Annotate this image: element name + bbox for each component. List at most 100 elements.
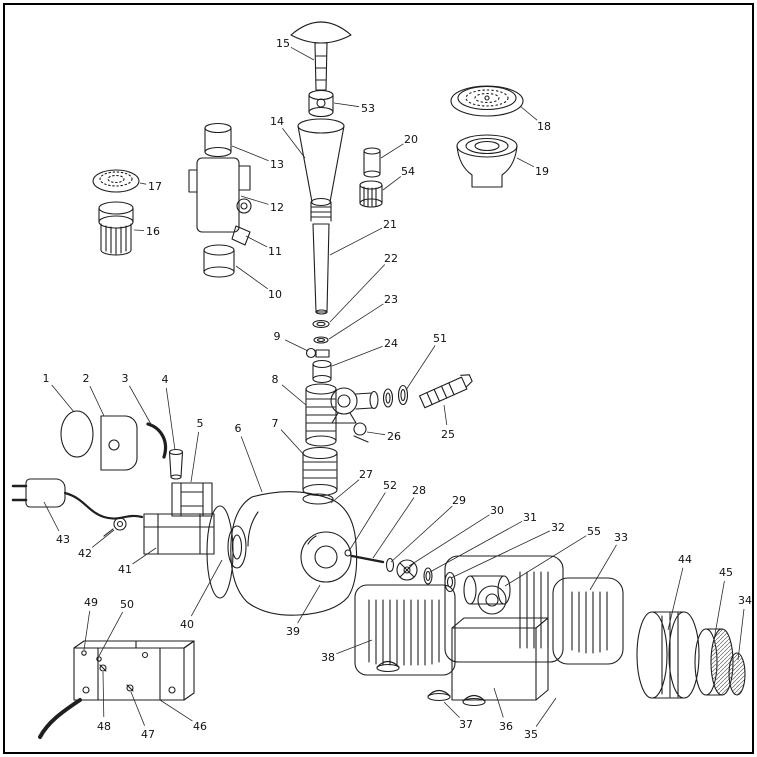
mounting-bracket-assembly (38, 640, 195, 739)
leader-line-part-21 (329, 227, 383, 256)
leader-line-part-33 (589, 544, 617, 591)
leader-line-part-26 (366, 431, 386, 436)
part-number-4: 4 (162, 373, 169, 386)
leader-line-part-1 (51, 384, 75, 413)
part-number-20: 20 (404, 133, 418, 146)
part-number-34: 34 (738, 594, 752, 607)
leader-line-part-53 (333, 102, 360, 108)
part-number-55: 55 (587, 525, 601, 538)
outlet-adapter (302, 446, 338, 497)
leader-line-part-51 (405, 345, 436, 391)
part-number-53: 53 (361, 102, 375, 115)
part-number-38: 38 (321, 651, 335, 664)
part-number-37: 37 (459, 718, 473, 731)
leader-line-part-32 (450, 530, 551, 579)
part-number-43: 43 (56, 533, 70, 546)
page-border (3, 3, 754, 754)
leader-line-part-28 (372, 497, 415, 559)
leader-line-part-46 (159, 699, 193, 722)
leader-line-part-13 (231, 145, 269, 162)
leader-line-part-22 (329, 264, 386, 323)
leader-line-part-49 (83, 610, 91, 651)
leader-line-part-29 (390, 505, 453, 563)
part-number-51: 51 (433, 332, 447, 345)
leader-line-part-2 (89, 385, 105, 417)
fountain-head-assembly (290, 21, 352, 118)
leader-line-part-5 (190, 431, 199, 483)
part-number-1: 1 (43, 372, 50, 385)
small-fittings (359, 147, 383, 208)
motor-front-block (354, 584, 456, 676)
part-number-29: 29 (452, 494, 466, 507)
part-number-33: 33 (614, 531, 628, 544)
part-number-39: 39 (286, 625, 300, 638)
leader-line-part-3 (129, 385, 153, 427)
leader-line-part-37 (443, 701, 460, 718)
leader-line-part-7 (280, 429, 306, 457)
part-number-18: 18 (537, 120, 551, 133)
part-number-25: 25 (441, 428, 455, 441)
power-cord-assembly (11, 478, 144, 537)
leader-line-part-40 (190, 559, 223, 617)
leader-line-part-55 (504, 535, 587, 587)
cable-clamp-parts (60, 410, 215, 555)
part-number-36: 36 (499, 720, 513, 733)
leader-line-part-48 (102, 671, 105, 718)
leader-line-part-8 (281, 384, 307, 406)
leader-line-part-41 (132, 547, 157, 565)
leader-line-part-24 (331, 345, 383, 367)
leader-line-part-44 (667, 567, 684, 631)
leader-line-part-52 (348, 492, 386, 552)
part-number-10: 10 (268, 288, 282, 301)
leader-line-part-6 (240, 436, 263, 493)
leader-line-part-38 (336, 639, 373, 655)
tee-valve-assembly (330, 374, 473, 443)
leader-line-part-43 (43, 501, 60, 532)
leader-line-part-11 (245, 235, 268, 248)
leader-line-part-23 (328, 303, 384, 340)
leader-line-part-20 (380, 143, 404, 159)
part-number-35: 35 (524, 728, 538, 741)
leader-line-part-35 (535, 697, 557, 727)
spray-head-right (450, 85, 524, 188)
leader-line-part-12 (240, 195, 269, 205)
leader-line-part-18 (519, 105, 538, 121)
part-number-27: 27 (359, 468, 373, 481)
part-number-40: 40 (180, 618, 194, 631)
motor-rear-housing (552, 577, 624, 665)
pump-housing (206, 491, 358, 616)
leader-line-part-30 (408, 514, 490, 567)
part-number-14: 14 (270, 115, 284, 128)
part-number-24: 24 (384, 337, 398, 350)
leader-line-part-10 (235, 265, 268, 290)
part-number-21: 21 (383, 218, 397, 231)
leader-line-part-50 (98, 611, 124, 657)
leader-line-part-42 (91, 529, 115, 548)
part-number-50: 50 (120, 598, 134, 611)
part-number-15: 15 (276, 37, 290, 50)
o-rings-and-fittings (305, 319, 332, 384)
part-number-6: 6 (235, 422, 242, 435)
part-number-11: 11 (268, 245, 282, 258)
part-number-42: 42 (78, 547, 92, 560)
fountain-funnel (297, 118, 345, 222)
leader-line-part-16 (133, 229, 145, 231)
leader-line-part-19 (516, 157, 535, 168)
riser-tube (312, 223, 330, 315)
rear-end-caps (636, 611, 746, 699)
pump-chamber-housing (444, 555, 564, 663)
part-number-28: 28 (412, 484, 426, 497)
leader-line-part-36 (493, 687, 504, 718)
leader-line-part-39 (297, 584, 321, 624)
leader-line-part-15 (290, 46, 315, 61)
part-number-46: 46 (193, 720, 207, 733)
part-number-48: 48 (97, 720, 111, 733)
leader-line-part-27 (330, 479, 360, 504)
part-number-45: 45 (719, 566, 733, 579)
part-number-49: 49 (84, 596, 98, 609)
part-number-44: 44 (678, 553, 692, 566)
threaded-riser (305, 383, 337, 447)
